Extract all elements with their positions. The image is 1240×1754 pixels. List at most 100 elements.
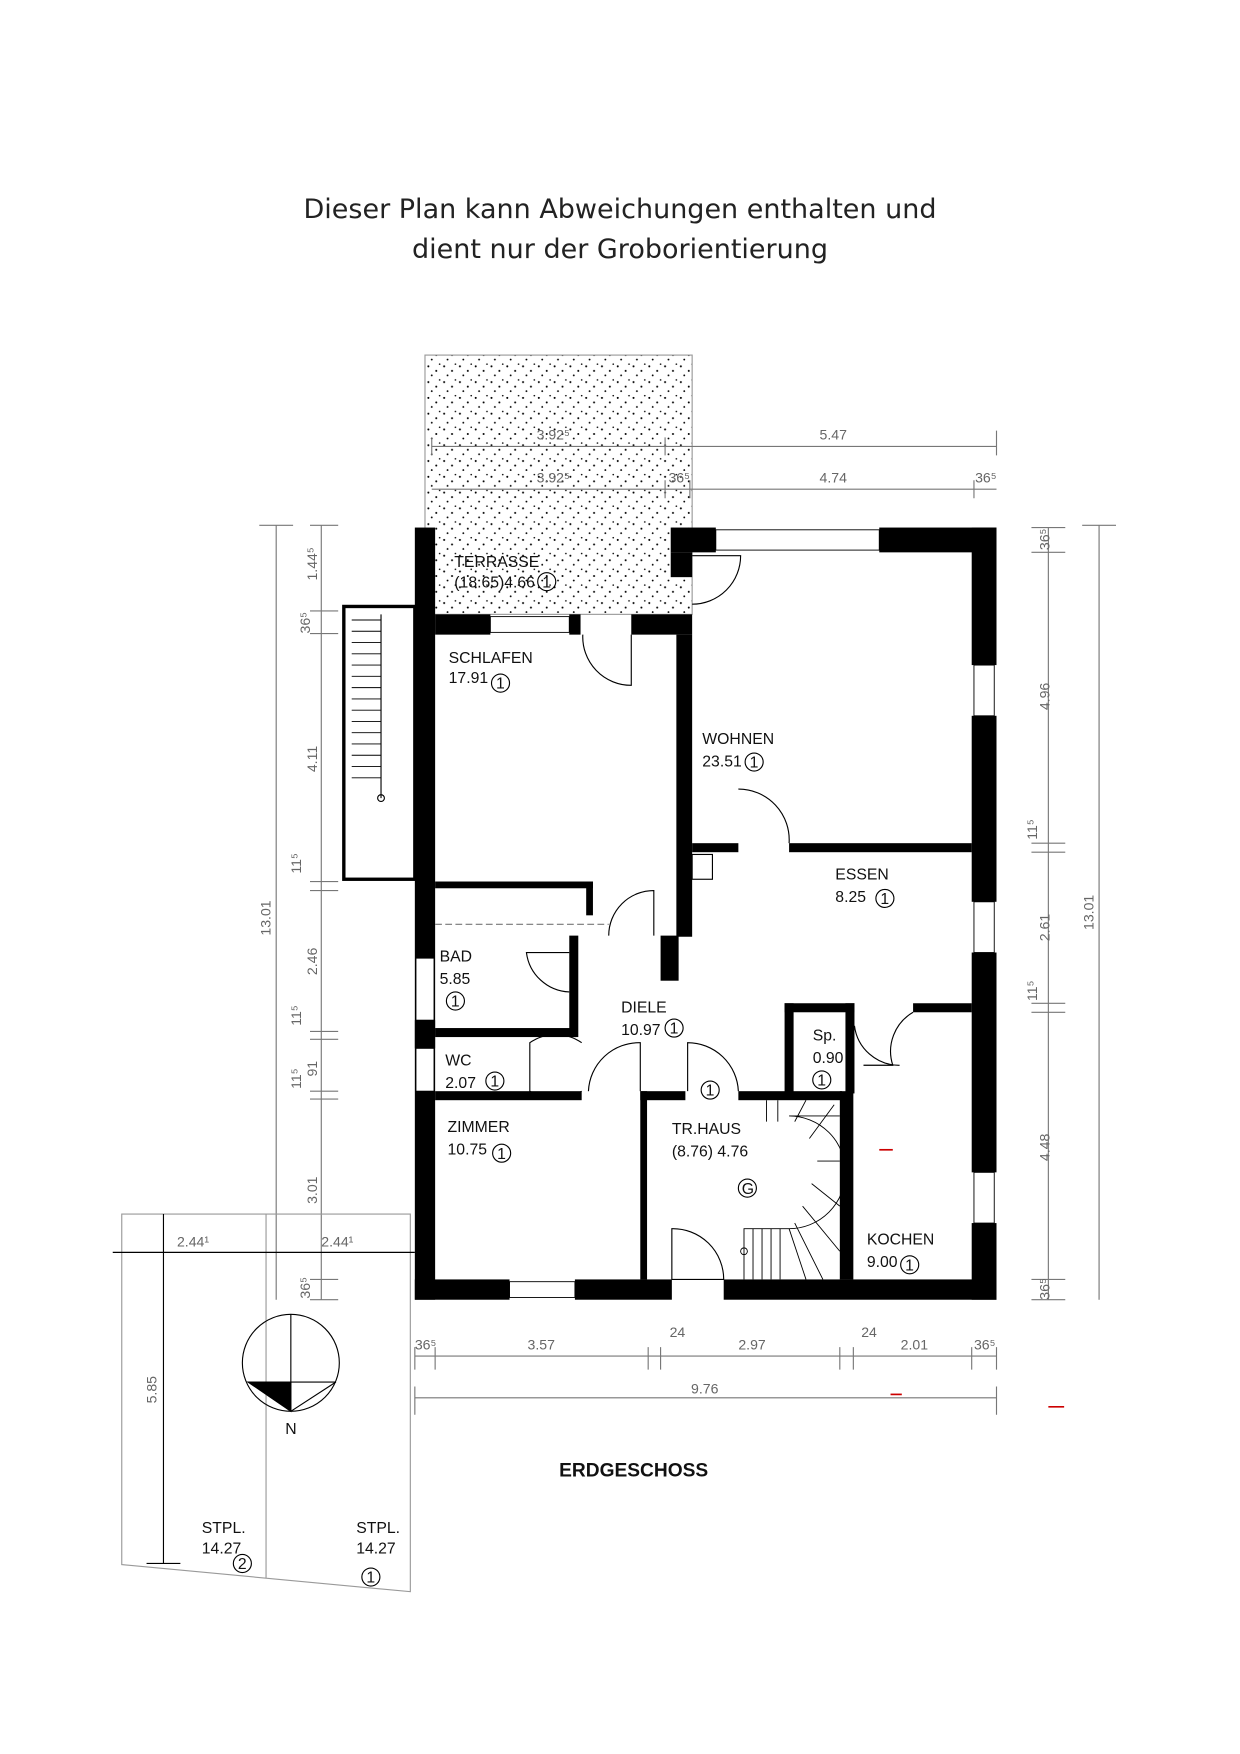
svg-text:2.97: 2.97 [738,1336,766,1352]
svg-text:9.00: 9.00 [867,1254,898,1271]
walls [414,527,997,1300]
svg-text:3.01: 3.01 [304,1176,320,1204]
svg-text:1: 1 [366,1570,375,1587]
room-zimmer: ZIMMER 10.75 1 [448,1119,512,1163]
svg-text:24: 24 [670,1324,686,1340]
room-bad: BAD 5.85 1 [440,949,472,1011]
disclaimer-note: Dieser Plan kann Abweichungen enthalten … [0,190,1240,270]
svg-text:2.44¹: 2.44¹ [321,1234,353,1250]
svg-text:2: 2 [238,1556,247,1573]
svg-text:24: 24 [861,1324,877,1340]
svg-text:3.92⁵: 3.92⁵ [537,427,570,443]
svg-text:36⁵: 36⁵ [974,1336,996,1352]
room-wc: WC 2.07 1 [445,1052,505,1092]
svg-text:STPL.: STPL. [356,1520,400,1537]
room-labels: TERRASSE (18.65)4.66 1 SCHLAFEN 17.91 1 WOHN… [202,554,935,1587]
room-essen: ESSEN 8.25 1 [835,866,895,908]
svg-text:5.85: 5.85 [144,1376,160,1404]
svg-text:14.27: 14.27 [202,1540,241,1557]
room-diele: DIELE 10.97 1 [621,999,684,1039]
svg-text:(8.76) 4.76: (8.76) 4.76 [672,1144,748,1161]
svg-text:91: 91 [304,1061,320,1077]
svg-text:1: 1 [451,994,460,1011]
svg-text:23.51: 23.51 [702,754,741,771]
svg-text:2.61: 2.61 [1036,914,1052,942]
svg-text:Sp.: Sp. [813,1027,837,1044]
parking-area: 2.44¹ 2.44¹ 5.85 [112,1213,415,1593]
svg-text:14.27: 14.27 [356,1540,395,1557]
svg-text:ESSEN: ESSEN [835,866,888,883]
diele-unit-mark: 1 [706,1083,715,1100]
svg-text:11⁵: 11⁵ [1024,819,1040,839]
svg-text:13.01: 13.01 [258,900,274,935]
svg-text:DIELE: DIELE [621,999,667,1016]
svg-text:ZIMMER: ZIMMER [448,1119,510,1136]
svg-text:8.25: 8.25 [835,889,866,906]
svg-text:36⁵: 36⁵ [297,612,313,634]
svg-text:SCHLAFEN: SCHLAFEN [449,650,533,667]
svg-text:11⁵: 11⁵ [288,1068,304,1088]
windows [415,529,995,1298]
svg-text:5.85: 5.85 [440,971,471,988]
svg-text:36⁵: 36⁵ [415,1336,437,1352]
room-stellplatz-1: STPL. 14.27 1 [356,1520,400,1587]
svg-text:10.75: 10.75 [448,1141,488,1158]
note-line-2: dient nur der Groborientierung [412,234,828,265]
room-speisekammer: Sp. 0.90 1 [812,1027,844,1090]
svg-text:2.01: 2.01 [901,1336,929,1352]
interior-stair [740,1099,846,1280]
svg-text:5.47: 5.47 [820,427,848,443]
svg-text:11⁵: 11⁵ [288,1005,304,1025]
room-kochen: KOCHEN 9.00 1 [867,1231,934,1274]
svg-text:1: 1 [497,1146,506,1163]
svg-text:1: 1 [750,755,759,772]
svg-text:WC: WC [445,1052,471,1069]
svg-text:4.74: 4.74 [820,469,848,485]
svg-text:4.11: 4.11 [304,746,320,773]
svg-text:1: 1 [817,1073,826,1090]
svg-text:13.01: 13.01 [1080,895,1096,930]
svg-text:BAD: BAD [440,949,472,966]
svg-text:17.91: 17.91 [449,670,488,687]
svg-text:9.76: 9.76 [691,1380,719,1396]
svg-text:3.92⁵: 3.92⁵ [537,469,570,485]
svg-text:36⁵: 36⁵ [668,469,690,485]
svg-text:36⁵: 36⁵ [975,469,997,485]
svg-text:11⁵: 11⁵ [1024,981,1040,1001]
svg-text:KOCHEN: KOCHEN [867,1231,934,1248]
svg-text:(18.65)4.66: (18.65)4.66 [454,574,535,591]
svg-text:0.90: 0.90 [813,1050,844,1067]
svg-text:36⁵: 36⁵ [1036,529,1052,550]
svg-text:1: 1 [490,1074,499,1091]
svg-text:STPL.: STPL. [202,1520,246,1537]
svg-text:TERRASSE: TERRASSE [454,554,539,571]
svg-text:11⁵: 11⁵ [288,853,304,873]
svg-text:TR.HAUS: TR.HAUS [672,1121,741,1138]
svg-text:2.07: 2.07 [445,1075,476,1092]
svg-text:1: 1 [670,1021,679,1038]
door-swings [525,555,914,1280]
dimension-lines: 3.92⁵ 5.47 3.92⁵ 36⁵ 4.74 36⁵ 36⁵ 3.57 24 2.97 2… [258,427,1116,1415]
svg-text:36⁵: 36⁵ [297,1277,313,1299]
terrace-area [424,354,693,615]
svg-text:WOHNEN: WOHNEN [702,731,774,748]
note-line-1: Dieser Plan kann Abweichungen enthalten … [303,194,937,225]
svg-text:1.44⁵: 1.44⁵ [304,547,320,580]
svg-text:4.48: 4.48 [1036,1133,1052,1161]
red-marks [879,1148,1065,1408]
floor-title: ERDGESCHOSS [559,1461,708,1482]
svg-text:N: N [285,1421,296,1438]
svg-text:2.44¹: 2.44¹ [177,1234,209,1250]
stair-g-mark: G [742,1181,754,1198]
svg-text:36⁵: 36⁵ [1036,1278,1052,1300]
svg-text:1: 1 [905,1257,914,1274]
svg-text:1: 1 [880,891,889,908]
svg-text:10.97: 10.97 [621,1022,660,1039]
svg-text:3.57: 3.57 [528,1336,556,1352]
svg-text:2.46: 2.46 [304,948,320,976]
north-arrow-icon: N [241,1313,340,1438]
svg-text:4.96: 4.96 [1036,683,1052,711]
